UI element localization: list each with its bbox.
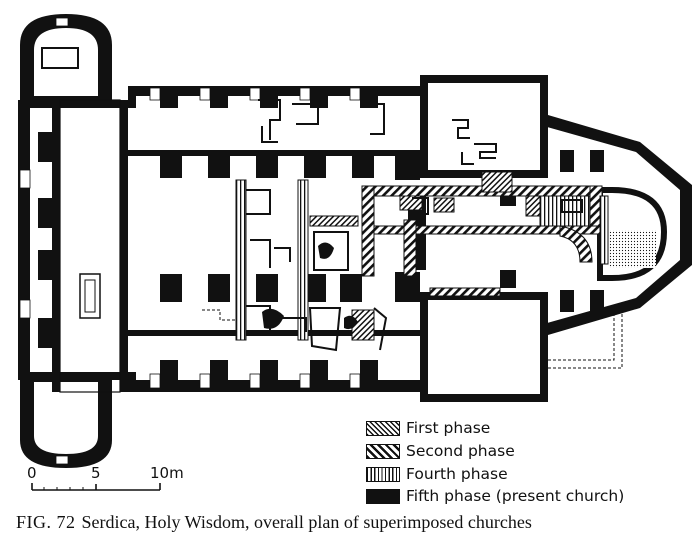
fifth-phase-walls xyxy=(18,14,692,468)
dashed-outlines xyxy=(202,306,623,369)
fifth-phase-swatch xyxy=(366,488,400,504)
narthex xyxy=(59,99,121,393)
first-phase-swatch xyxy=(366,420,400,436)
narthex-fragment xyxy=(79,273,101,319)
apse xyxy=(597,187,668,281)
legend-label: First phase xyxy=(406,419,491,437)
legend-item-fifth-phase: Fifth phase (present church) xyxy=(366,486,624,506)
fourth-phase-swatch xyxy=(366,466,400,482)
window-openings xyxy=(19,17,361,465)
caption-text: Serdica, Holy Wisdom, overall plan of su… xyxy=(81,512,532,532)
church-floor-plan xyxy=(18,14,692,491)
scale-tick-label: 5 xyxy=(91,464,101,482)
legend-item-first-phase: First phase xyxy=(366,418,490,438)
figure-number: FIG. 72 xyxy=(16,512,76,532)
legend-label: Fifth phase (present church) xyxy=(406,487,625,505)
second-phase-swatch xyxy=(366,443,400,459)
earlier-fragments xyxy=(246,99,583,352)
apse-dotted-area xyxy=(608,230,656,268)
legend-label: Fourth phase xyxy=(406,465,508,483)
tomb-fragments xyxy=(262,242,358,330)
scale-bar xyxy=(31,483,161,491)
scale-tick-label: 0 xyxy=(27,464,37,482)
round-room-fragment xyxy=(41,47,79,69)
legend-item-fourth-phase: Fourth phase xyxy=(366,464,508,484)
scale-tick-label: 10m xyxy=(150,464,184,482)
legend-label: Second phase xyxy=(406,442,515,460)
legend-item-second-phase: Second phase xyxy=(366,441,515,461)
